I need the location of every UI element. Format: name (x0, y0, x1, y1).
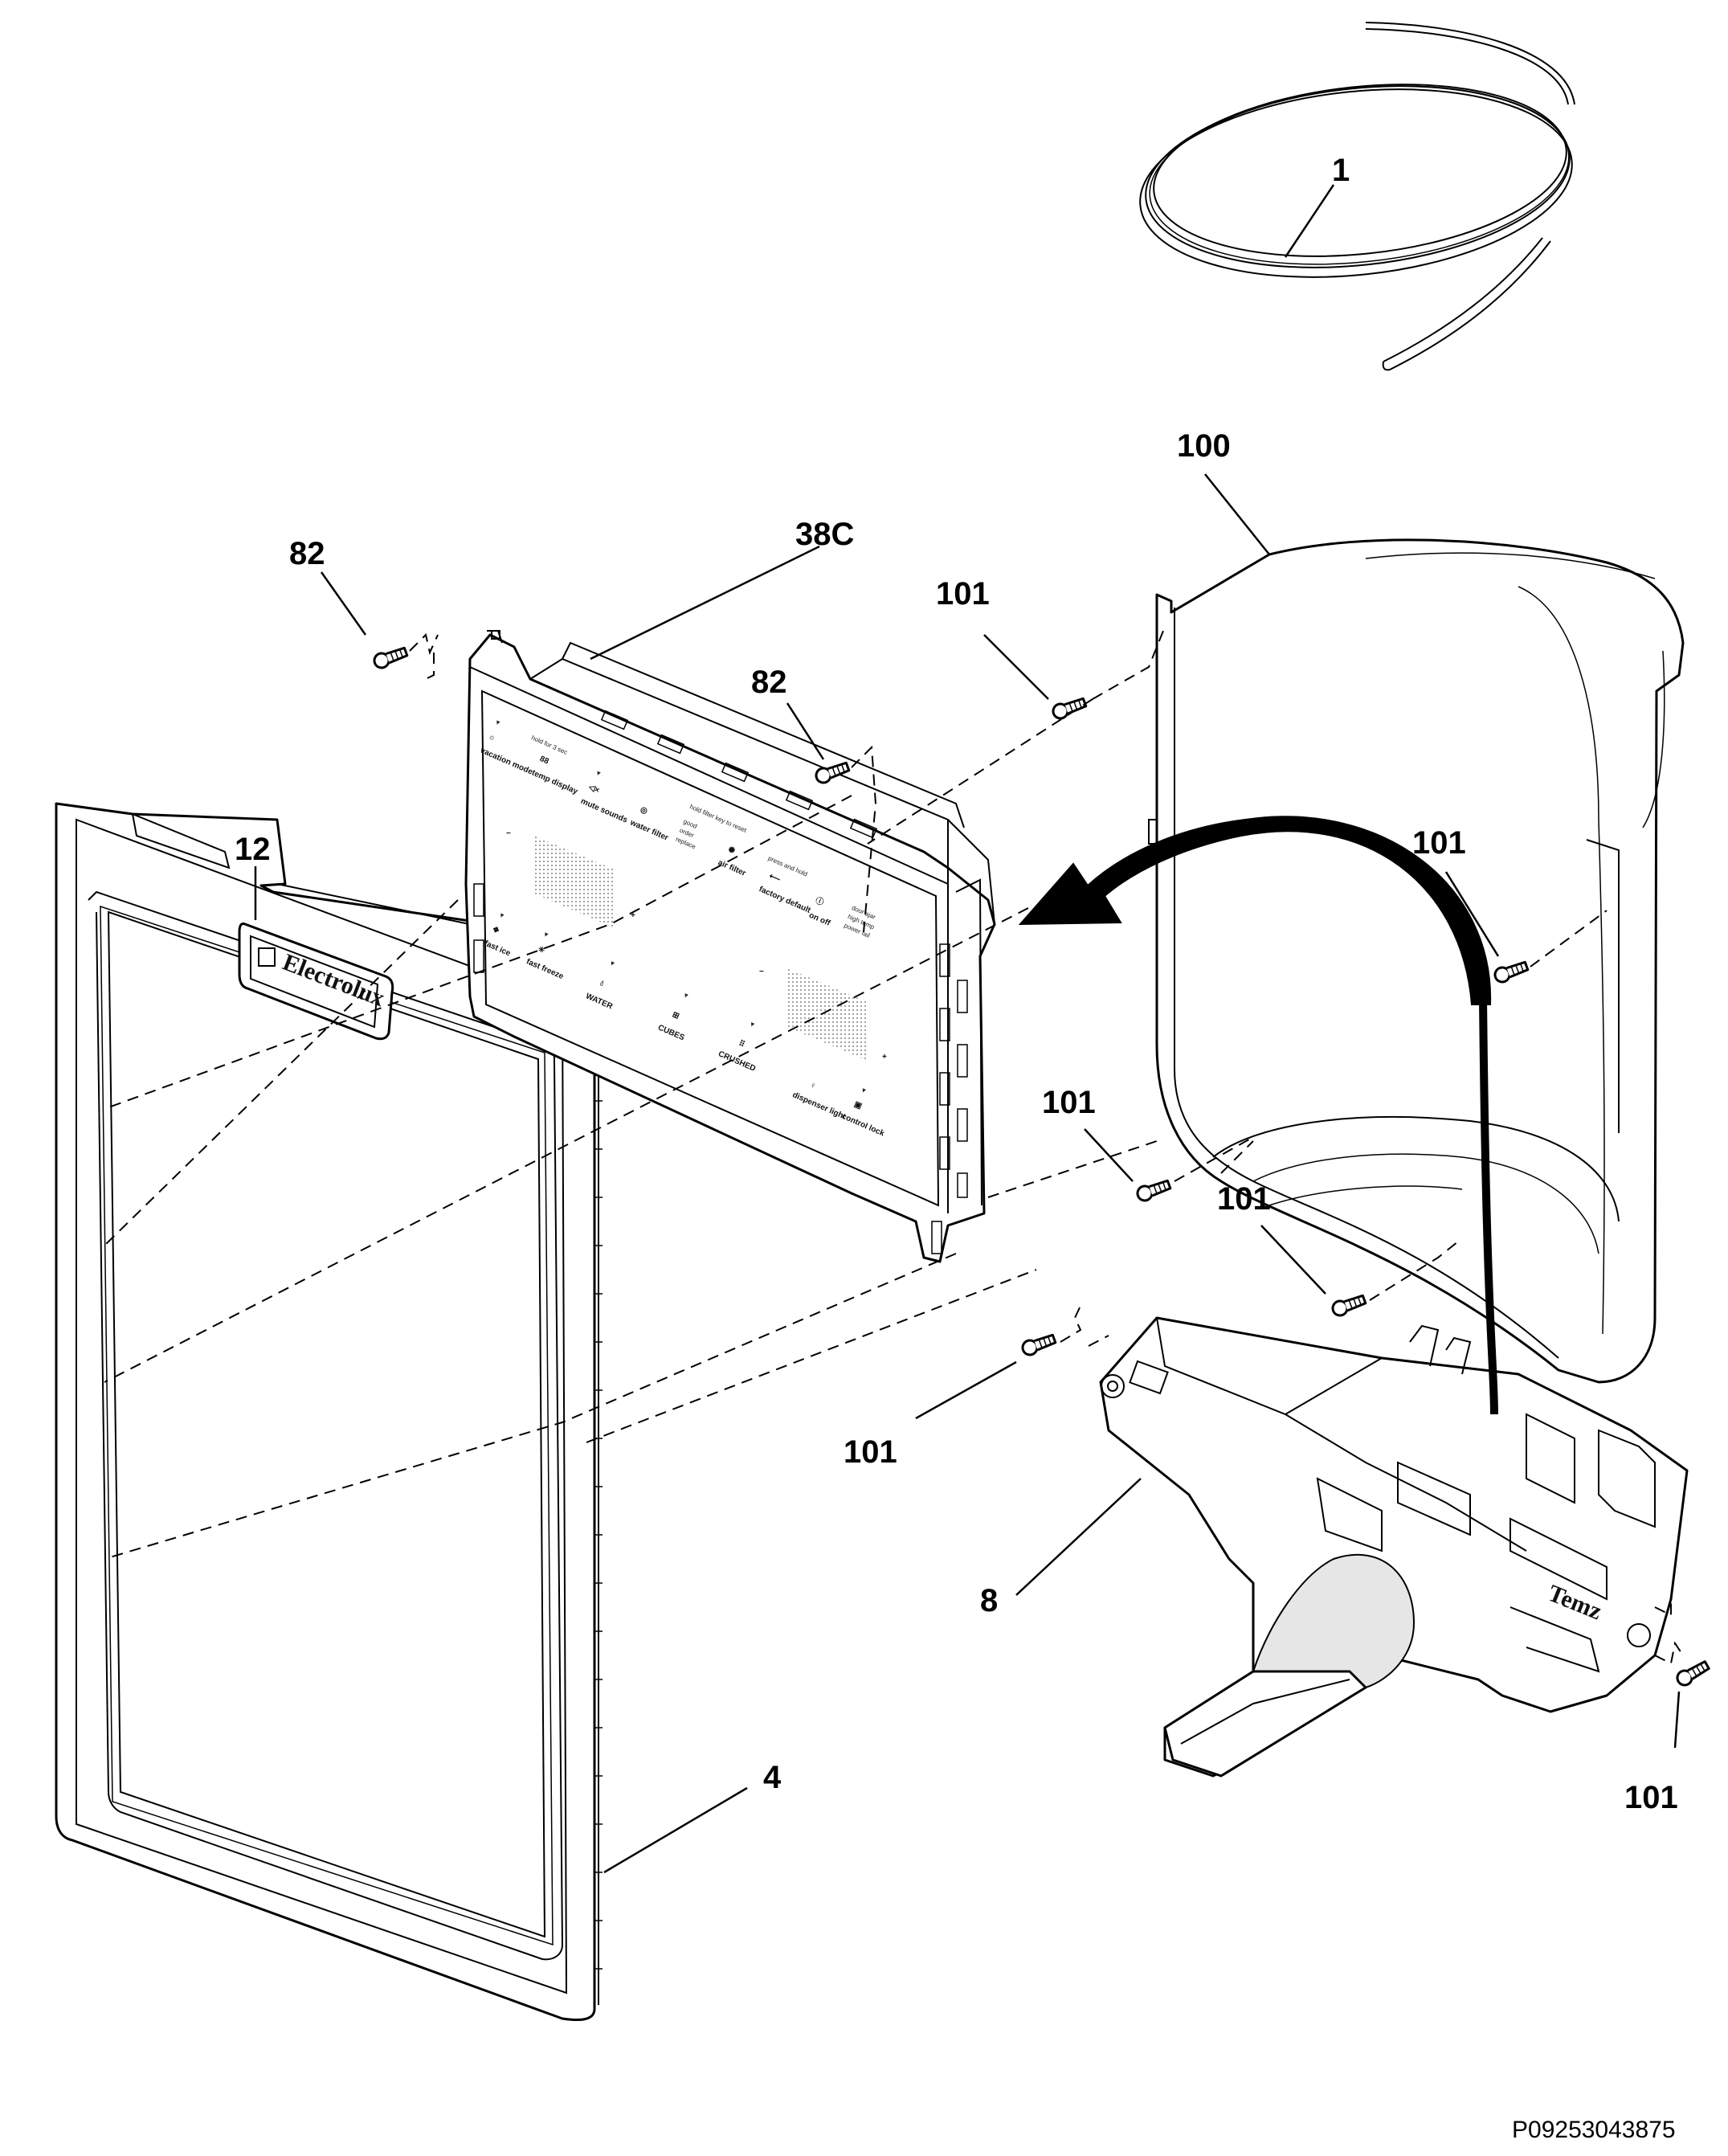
tubing-coil (1139, 22, 1575, 371)
svg-text:▼: ▼ (493, 718, 502, 727)
bezel-frame (55, 802, 603, 2021)
callout-screw-82-left: 82 (289, 536, 325, 571)
control-board: ▼ hold for 3 sec ☼ vacation mode 88 temp… (464, 630, 996, 1263)
flip-arrow (1018, 816, 1498, 1415)
svg-text:▼: ▼ (748, 1020, 757, 1029)
svg-text:☼: ☼ (487, 732, 497, 743)
crushed-icon: ⠿ (737, 1039, 746, 1049)
callout-actuator: 8 (980, 1583, 998, 1618)
callout-dispenser-housing: 100 (1177, 428, 1231, 464)
callout-bezel-frame: 4 (763, 1760, 782, 1795)
cubes-icon: ⊞ (671, 1010, 680, 1021)
lock-icon: ▣ (852, 1100, 863, 1111)
callout-tubing: 1 (1332, 153, 1350, 188)
callout-screw-101-mid-left: 101 (1042, 1085, 1096, 1120)
svg-text:▼: ▼ (594, 769, 603, 778)
minus-sign-left: − (506, 829, 511, 838)
water-drop-icon: 💧︎ (598, 979, 605, 988)
callout-nameplate: 12 (235, 832, 271, 867)
fast-ice-icon: ❖ (491, 925, 501, 936)
callout-screw-101-bottom-right: 101 (1624, 1780, 1678, 1815)
callout-screw-101-lower-left: 101 (844, 1434, 897, 1470)
callout-screw-101-mid-right: 101 (1412, 825, 1466, 861)
svg-text:▼: ▼ (860, 1086, 868, 1094)
callouts: 1 100 38C 82 82 101 101 101 101 101 101 … (235, 153, 1678, 1815)
svg-text:▼: ▼ (541, 931, 550, 939)
minus-sign-right: − (759, 968, 764, 976)
temp-display-glyph: 88 (538, 755, 550, 767)
callout-control-board: 38C (795, 517, 854, 552)
dispenser-housing (1148, 538, 1685, 1384)
dispenser-light-icon: ♀ (808, 1081, 817, 1091)
svg-text:▼: ▼ (497, 911, 506, 920)
leader-lines (254, 184, 1681, 1874)
callout-screw-101-top: 101 (936, 576, 990, 612)
plus-sign-right: + (882, 1053, 887, 1062)
alignment-lines (104, 626, 1684, 1665)
callout-screw-101-center: 101 (1217, 1181, 1271, 1217)
factory-default-icon: ⟵ (768, 872, 782, 885)
actuator-assembly: Temz (1099, 1316, 1689, 1778)
callout-screw-82-right: 82 (751, 665, 787, 700)
mute-icon: ◁× (586, 783, 601, 796)
svg-text:▼: ▼ (681, 991, 690, 1000)
power-icon: ⓘ (814, 895, 825, 908)
document-id: P09253043875 (1512, 2117, 1676, 2143)
plus-sign-left: + (631, 911, 635, 920)
svg-text:▼: ▼ (608, 959, 617, 968)
